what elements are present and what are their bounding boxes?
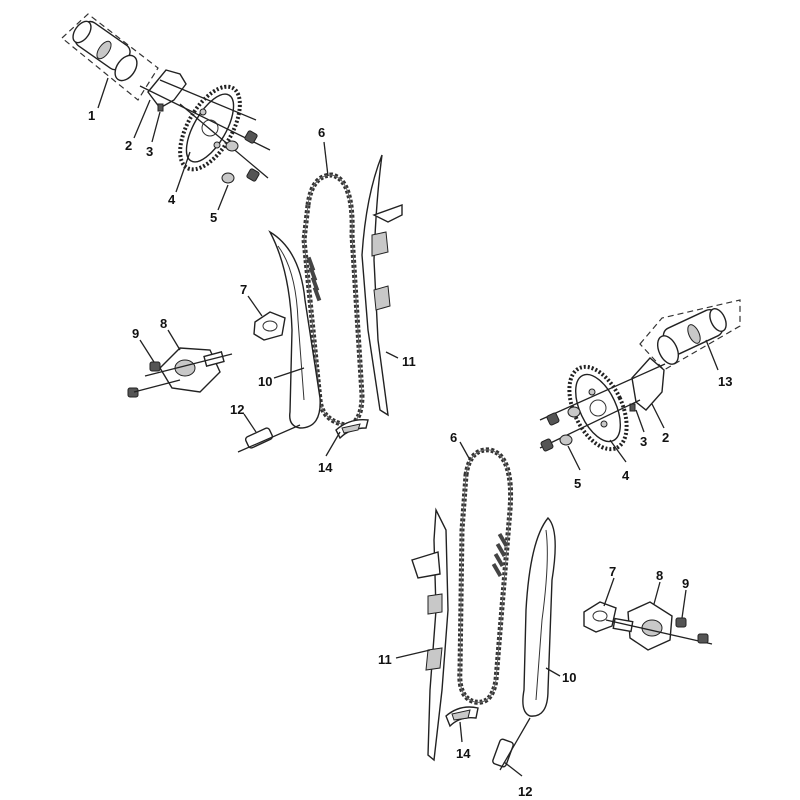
tensioner-gasket-upper [253,311,286,341]
callout-14-lower: 14 [456,746,471,761]
tensioner-lifter-lower [605,601,713,651]
callout-6-lower: 6 [450,430,457,445]
chain-tensioner-guide-lower [491,516,556,717]
axis-line [539,399,641,449]
callout-2-right: 2 [662,430,669,445]
callout-5: 5 [210,210,217,225]
sprocket-bolts-right [540,406,581,452]
dowel-pin-upper [157,103,164,112]
axis-line [539,363,666,421]
cam-sprocket-right [567,364,629,452]
tensioner-bolts-lower [675,617,709,644]
guide-bracket-lower [445,706,479,728]
tensioner-gasket-lower [583,601,617,633]
camshaft-upper [61,13,159,101]
cam-chain-lower [457,447,514,705]
pivot-bolt-lower [492,717,531,771]
callout-7: 7 [240,282,247,297]
callout-4: 4 [168,192,176,207]
axis-line [159,79,257,121]
pivot-bolt-upper [237,424,301,453]
callout-12: 12 [230,402,244,417]
leader-lines-upper [97,77,399,457]
callout-1: 1 [88,108,95,123]
callout-10-lower: 10 [562,670,576,685]
camshaft-right [639,299,741,371]
chain-guide-lower [411,507,449,762]
callout-13: 13 [718,374,732,389]
sprocket-bolts-upper [221,130,260,184]
callout-12-lower: 12 [518,784,532,799]
axis-line [179,103,269,179]
chain-guide-upper [361,154,403,417]
callout-5-right: 5 [574,476,581,491]
callout-8-lower: 8 [656,568,663,583]
callout-2: 2 [125,138,132,153]
callout-11: 11 [402,354,416,369]
leader-lines-right [567,339,719,471]
cam-chain-upper [301,172,365,428]
callout-10: 10 [258,374,272,389]
leader-lines-lower [395,441,687,777]
callout-3-right: 3 [640,434,647,449]
callout-11-lower: 11 [378,652,392,667]
callout-14: 14 [318,460,333,475]
callout-8: 8 [160,316,167,331]
guide-bracket-upper [335,419,369,440]
tensioner-bolts-upper [127,361,181,398]
callout-7-lower: 7 [609,564,616,579]
callout-6: 6 [318,125,325,140]
callout-9: 9 [132,326,139,341]
chain-tensioner-guide-upper [268,230,322,429]
callout-9-lower: 9 [682,576,689,591]
callout-4-right: 4 [622,468,630,483]
callout-3: 3 [146,144,153,159]
